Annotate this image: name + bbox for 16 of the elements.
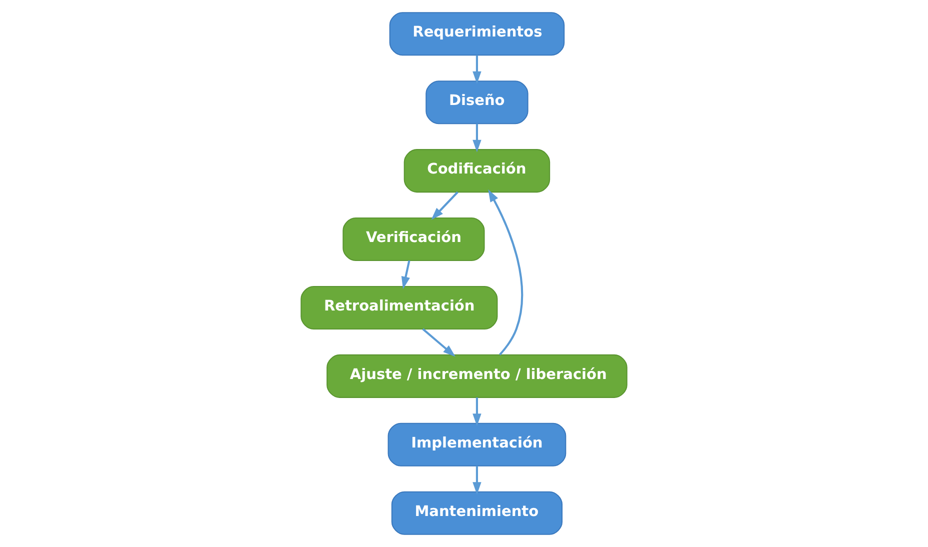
node-box: Codificación [404, 149, 550, 193]
arrow [472, 466, 482, 495]
arrow [488, 189, 524, 356]
arrow [472, 398, 482, 426]
node-box: Diseño [426, 80, 528, 124]
arrow [472, 55, 482, 84]
arrow [422, 328, 456, 357]
node-box: Retroalimentación [300, 286, 498, 330]
node-box: Requerimientos [389, 12, 565, 56]
node-box: Verificación [342, 217, 485, 262]
node-box: Ajuste / incremento / liberación [326, 354, 628, 398]
arrow [431, 191, 458, 220]
node-box: Mantenimiento [391, 491, 563, 535]
arrow [472, 124, 482, 152]
node-box: Implementación [388, 422, 566, 466]
arrow [401, 260, 410, 290]
